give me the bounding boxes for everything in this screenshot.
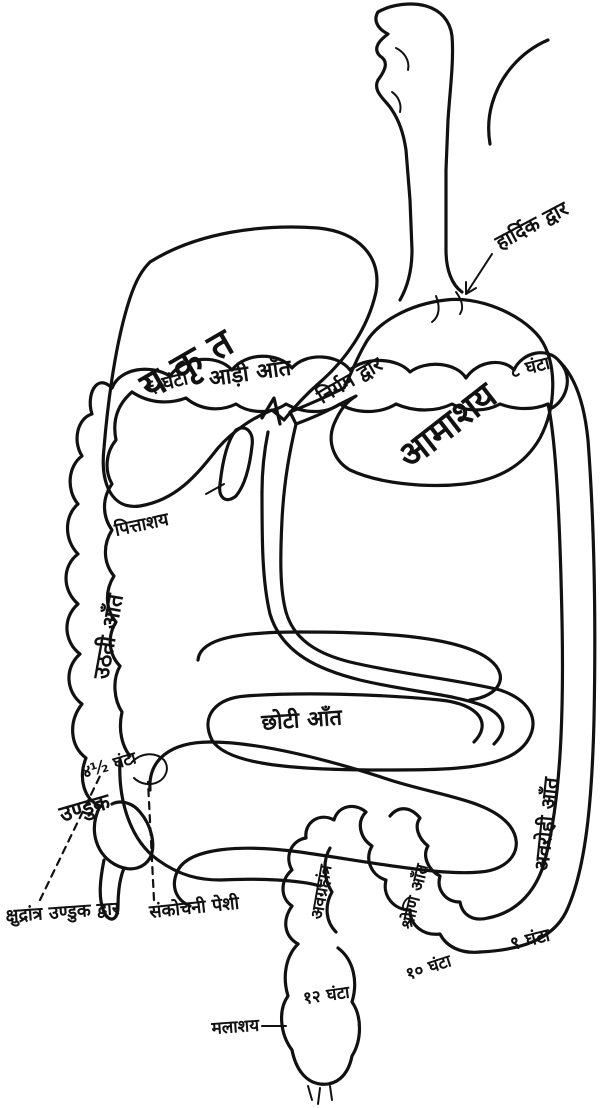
time-12-label: १२ घंटा bbox=[302, 983, 352, 1009]
time-8-label: ८ घंटा bbox=[508, 352, 553, 382]
skull-arc bbox=[489, 40, 548, 144]
ileocaecal-valve-label: क्षुद्रांत्र उण्डुक द्वार bbox=[5, 898, 121, 928]
small-intestine-loop-inner bbox=[198, 632, 500, 700]
pharynx-outline bbox=[378, 4, 462, 292]
descending-colon-label: अवरोही आँत bbox=[529, 775, 563, 873]
anus-outline bbox=[308, 1086, 332, 1104]
sphincter-muscle-label: संकोचनी पेशी bbox=[147, 892, 241, 924]
time-10-label: १० घंटा bbox=[403, 951, 454, 985]
rectum-label: मलाशय bbox=[210, 1016, 261, 1039]
caecum-label: उण्डुक bbox=[56, 789, 114, 829]
ascending-colon-inner bbox=[105, 392, 133, 756]
time-9-label: ९ घंटा bbox=[508, 924, 553, 954]
throat-inner-outline bbox=[376, 12, 412, 300]
gall-bladder-label: पित्ताशय bbox=[111, 508, 172, 541]
stomach-label: आमाशय bbox=[390, 375, 505, 478]
cardiac-orifice-label: हार्दिक द्वार bbox=[490, 196, 572, 255]
small-intestine-label: छोटी आँत bbox=[260, 703, 345, 736]
time-4-5-label: ४½ घंटा bbox=[80, 748, 139, 783]
epiglottis-outline bbox=[392, 48, 408, 112]
rectum-outline bbox=[282, 944, 360, 1084]
ascending-colon-label: उठती आँत bbox=[87, 590, 129, 682]
sigmoid-colon-outer bbox=[283, 806, 480, 952]
oesophagus-junction bbox=[432, 292, 462, 322]
sigmoid-colon-label: श्रोणि आँत bbox=[396, 861, 433, 932]
cardiac-arrow-line bbox=[466, 254, 492, 294]
